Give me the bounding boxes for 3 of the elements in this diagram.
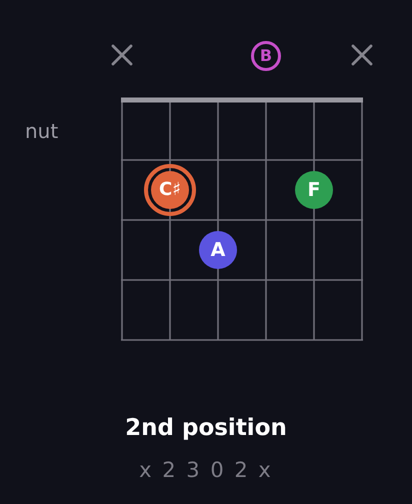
- nut-label: nut: [25, 121, 58, 141]
- fingering-caption: x 2 3 0 2 x: [139, 457, 273, 484]
- chord-title: 2nd position: [125, 414, 287, 443]
